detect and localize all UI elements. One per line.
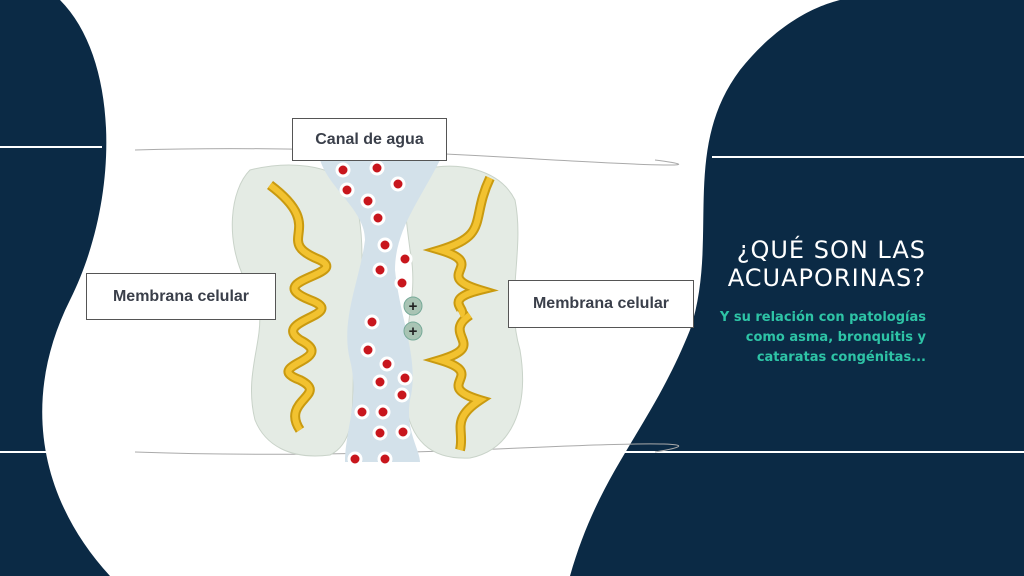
positive-charge-icon: [403, 296, 423, 316]
label-text: Membrana celular: [532, 295, 670, 312]
label-cell-membrane-right: Membrana celular: [508, 280, 694, 328]
title-line: ACUAPORINAS?: [727, 264, 926, 292]
subtitle-line: Y su relación con patologías: [719, 310, 926, 325]
positive-charge-icon: [403, 321, 423, 341]
charge-symbol: +: [409, 323, 418, 340]
left-navy-shape: [0, 0, 110, 576]
aquaporin-diagram: + +: [134, 148, 679, 467]
charge-symbol: +: [409, 298, 418, 315]
label-cell-membrane-left: Membrana celular: [86, 273, 276, 320]
right-navy-shape: [570, 0, 1024, 576]
label-text: Canal de agua: [315, 130, 424, 148]
subtitle-line: cataratas congénitas...: [756, 350, 926, 365]
slide-subtitle: Y su relación con patologías como asma, …: [720, 308, 926, 368]
title-line: ¿QUÉ SON LAS: [736, 236, 926, 264]
label-text: Membrana celular: [112, 287, 250, 305]
slide-title: ¿QUÉ SON LAS ACUAPORINAS?: [728, 236, 926, 292]
water-channel: [320, 160, 440, 462]
water-molecules: [335, 160, 413, 467]
label-water-channel: Canal de agua: [292, 118, 447, 161]
subtitle-line: como asma, bronquitis y: [745, 330, 926, 345]
